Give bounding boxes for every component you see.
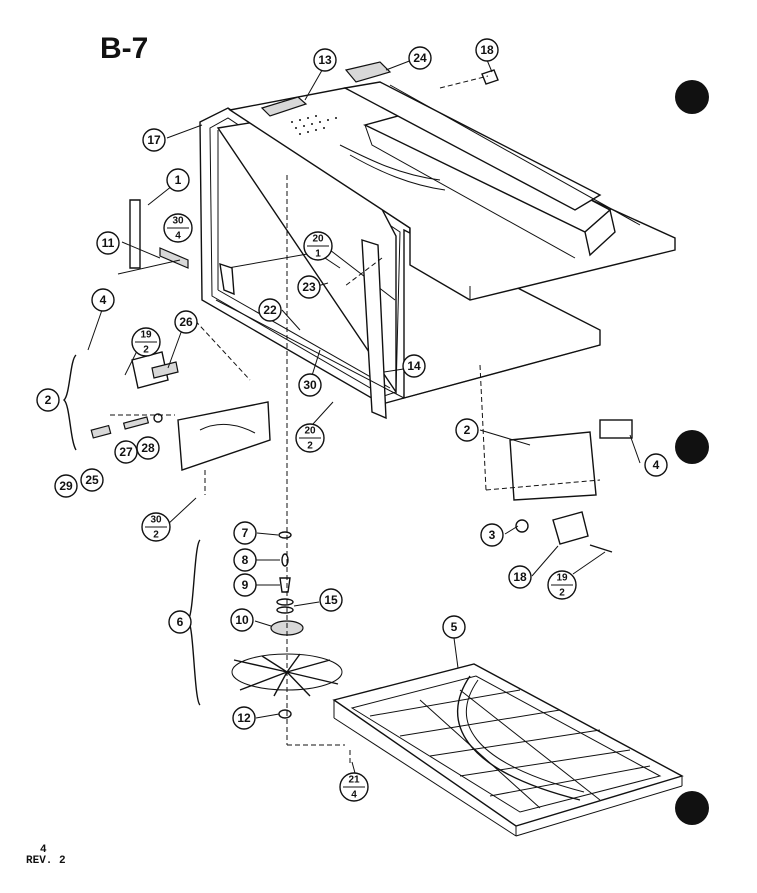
svg-text:17: 17 — [147, 133, 161, 147]
svg-text:19: 19 — [140, 330, 152, 341]
callout-12: 12 — [232, 706, 256, 730]
callout-2-left: 2 — [36, 388, 60, 412]
svg-text:2: 2 — [307, 441, 313, 452]
svg-text:23: 23 — [302, 280, 316, 294]
callout-17: 17 — [142, 128, 166, 152]
svg-text:6: 6 — [177, 615, 184, 629]
svg-text:29: 29 — [59, 479, 73, 493]
interlock-switch-assembly — [509, 419, 633, 553]
callout-14: 14 — [402, 354, 426, 378]
callout-1: 1 — [166, 168, 190, 192]
callout-leaders — [87, 57, 641, 774]
callout-frac-20-2: 20 2 — [295, 423, 325, 453]
revision-label: REV. 2 — [26, 855, 66, 867]
svg-text:22: 22 — [263, 303, 277, 317]
callout-18-top: 18 — [475, 38, 499, 62]
svg-text:2: 2 — [153, 530, 159, 541]
svg-text:24: 24 — [413, 51, 427, 65]
assembly-leader-lines — [110, 75, 601, 765]
svg-text:18: 18 — [480, 43, 494, 57]
svg-text:10: 10 — [235, 613, 249, 627]
svg-text:28: 28 — [141, 441, 155, 455]
callout-frac-30-2: 30 2 — [141, 512, 171, 542]
svg-text:12: 12 — [237, 711, 251, 725]
svg-text:20: 20 — [312, 234, 324, 245]
svg-text:1: 1 — [175, 173, 182, 187]
callout-4-left: 4 — [91, 288, 115, 312]
callout-18-bottom: 18 — [508, 565, 532, 589]
svg-text:15: 15 — [324, 593, 338, 607]
svg-text:3: 3 — [489, 528, 496, 542]
callout-23: 23 — [297, 275, 321, 299]
callout-8: 8 — [233, 548, 257, 572]
binder-hole-middle — [675, 430, 709, 464]
callout-7: 7 — [233, 521, 257, 545]
stirrer-fan-stack — [231, 531, 343, 719]
callout-15: 15 — [319, 588, 343, 612]
svg-text:4: 4 — [351, 790, 357, 801]
callout-frac-19-2-right: 19 2 — [547, 570, 577, 600]
svg-text:21: 21 — [348, 775, 360, 786]
diagram-title: B-7 — [100, 32, 148, 65]
svg-text:14: 14 — [407, 359, 421, 373]
binder-hole-bottom — [675, 791, 709, 825]
page-number: 4 — [40, 844, 47, 856]
svg-text:19: 19 — [556, 573, 568, 584]
callout-5: 5 — [442, 615, 466, 639]
svg-text:2: 2 — [45, 393, 52, 407]
callout-2-right: 2 — [455, 418, 479, 442]
svg-text:30: 30 — [150, 515, 162, 526]
svg-text:9: 9 — [242, 578, 249, 592]
svg-text:4: 4 — [175, 231, 181, 242]
cabinet-assembly — [199, 81, 676, 420]
vent-perforations — [291, 115, 337, 135]
stirrer-cover-tray — [332, 663, 684, 837]
svg-text:18: 18 — [513, 570, 527, 584]
callout-frac-19-2-left: 19 2 — [131, 327, 161, 357]
door-latch-assembly — [90, 199, 271, 471]
brace-item-2 — [62, 354, 77, 451]
svg-text:13: 13 — [318, 53, 332, 67]
svg-text:20: 20 — [304, 426, 316, 437]
callout-13: 13 — [313, 48, 337, 72]
callout-29: 29 — [54, 474, 78, 498]
callout-frac-20-1: 20 1 — [303, 231, 333, 261]
callout-25: 25 — [80, 468, 104, 492]
callout-27: 27 — [114, 440, 138, 464]
svg-text:30: 30 — [172, 216, 184, 227]
callout-30: 30 — [298, 373, 322, 397]
svg-text:27: 27 — [119, 445, 133, 459]
svg-text:11: 11 — [102, 236, 115, 250]
callout-10: 10 — [230, 608, 254, 632]
callout-4-right: 4 — [644, 453, 668, 477]
svg-text:25: 25 — [85, 473, 99, 487]
callout-26: 26 — [174, 310, 198, 334]
binder-hole-top — [675, 80, 709, 114]
svg-text:1: 1 — [315, 249, 321, 260]
svg-text:2: 2 — [559, 588, 565, 599]
svg-text:5: 5 — [451, 620, 458, 634]
callout-frac-30-4: 30 4 — [163, 213, 193, 243]
top-components — [260, 61, 499, 117]
svg-text:2: 2 — [464, 423, 471, 437]
callout-24: 24 — [408, 46, 432, 70]
callout-frac-21-4: 21 4 — [339, 772, 369, 802]
callout-9: 9 — [233, 573, 257, 597]
svg-text:30: 30 — [303, 378, 317, 392]
callout-3: 3 — [480, 523, 504, 547]
svg-text:7: 7 — [242, 526, 249, 540]
svg-text:8: 8 — [242, 553, 249, 567]
callout-28: 28 — [136, 436, 160, 460]
stirrer-fan-blades — [231, 653, 343, 697]
svg-text:4: 4 — [653, 458, 660, 472]
svg-text:4: 4 — [100, 293, 107, 307]
callout-6: 6 — [168, 610, 192, 634]
svg-text:26: 26 — [179, 315, 193, 329]
svg-text:2: 2 — [143, 345, 149, 356]
callout-11: 11 — [96, 231, 120, 255]
callout-22: 22 — [258, 298, 282, 322]
